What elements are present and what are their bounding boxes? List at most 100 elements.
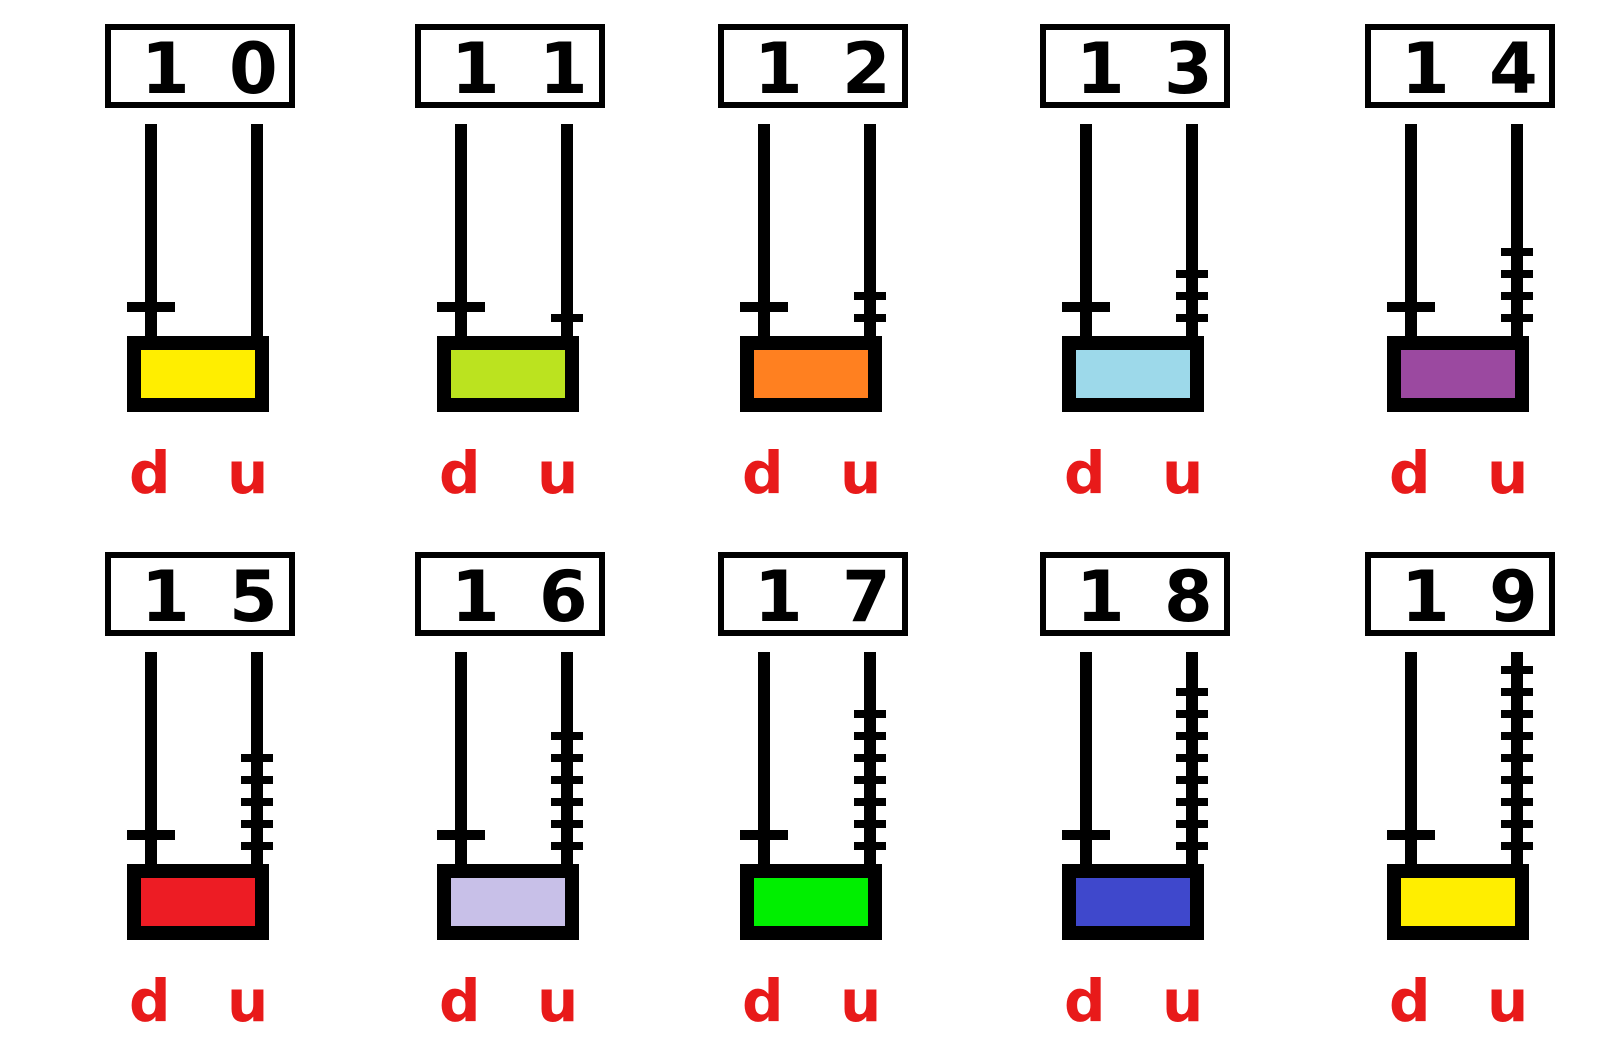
unit-bead: [1501, 842, 1533, 850]
unit-bead: [241, 754, 273, 762]
tens-rod-neck: [1080, 838, 1092, 866]
tens-rod: [758, 124, 770, 302]
unit-bead: [1176, 754, 1208, 762]
abacus-base: [1062, 864, 1204, 940]
tens-rod: [1405, 652, 1417, 830]
tens-label: d: [1064, 439, 1106, 507]
unit-bead: [551, 754, 583, 762]
units-rod: [1511, 124, 1523, 340]
tens-bead: [1062, 302, 1110, 312]
tens-bead: [437, 830, 485, 840]
tens-rod-neck: [758, 310, 770, 338]
abacus-base: [1062, 336, 1204, 412]
unit-bead: [1501, 688, 1533, 696]
tens-bead: [740, 302, 788, 312]
ones-digit: 4: [1489, 28, 1538, 110]
unit-bead: [1176, 688, 1208, 696]
tens-label: d: [129, 439, 171, 507]
ones-digit: 5: [229, 556, 278, 638]
ones-digit: 7: [842, 556, 891, 638]
units-rod: [1186, 124, 1198, 340]
tens-bead: [127, 302, 175, 312]
unit-bead: [854, 842, 886, 850]
unit-bead: [1501, 754, 1533, 762]
units-label: u: [1162, 967, 1204, 1035]
tens-rod-neck: [1405, 838, 1417, 866]
units-label: u: [227, 439, 269, 507]
ones-digit: 2: [842, 28, 891, 110]
ones-digit: 0: [229, 28, 278, 110]
unit-bead: [1176, 292, 1208, 300]
units-label: u: [537, 439, 579, 507]
tens-bead: [1387, 830, 1435, 840]
tens-label: d: [439, 439, 481, 507]
unit-bead: [241, 798, 273, 806]
units-label: u: [1162, 439, 1204, 507]
tens-rod-neck: [145, 838, 157, 866]
unit-bead: [1501, 820, 1533, 828]
tens-label: d: [1064, 967, 1106, 1035]
tens-digit: 1: [1076, 556, 1125, 638]
abacus-base: [127, 864, 269, 940]
tens-rod: [455, 652, 467, 830]
tens-rod: [145, 124, 157, 302]
tens-bead: [1387, 302, 1435, 312]
tens-digit: 1: [141, 556, 190, 638]
tens-rod-neck: [145, 310, 157, 338]
unit-bead: [551, 842, 583, 850]
tens-rod: [455, 124, 467, 302]
unit-bead: [854, 754, 886, 762]
unit-bead: [551, 314, 583, 322]
tens-rod: [1080, 652, 1092, 830]
abacus-base: [127, 336, 269, 412]
units-label: u: [840, 967, 882, 1035]
unit-bead: [854, 798, 886, 806]
units-label: u: [227, 967, 269, 1035]
unit-bead: [1176, 776, 1208, 784]
tens-label: d: [742, 967, 784, 1035]
ones-digit: 3: [1164, 28, 1213, 110]
units-label: u: [1487, 967, 1529, 1035]
unit-bead: [854, 820, 886, 828]
ones-digit: 9: [1489, 556, 1538, 638]
tens-digit: 1: [451, 28, 500, 110]
tens-rod-neck: [455, 310, 467, 338]
abacus-base: [1387, 336, 1529, 412]
unit-bead: [854, 710, 886, 718]
unit-bead: [551, 776, 583, 784]
abacus-base: [740, 864, 882, 940]
unit-bead: [551, 798, 583, 806]
tens-digit: 1: [1076, 28, 1125, 110]
unit-bead: [1176, 314, 1208, 322]
tens-label: d: [439, 967, 481, 1035]
tens-bead: [127, 830, 175, 840]
unit-bead: [1501, 776, 1533, 784]
tens-digit: 1: [141, 28, 190, 110]
ones-digit: 6: [539, 556, 588, 638]
tens-rod-neck: [1405, 310, 1417, 338]
unit-bead: [1176, 710, 1208, 718]
unit-bead: [1501, 798, 1533, 806]
abacus-base: [437, 864, 579, 940]
tens-rod: [1405, 124, 1417, 302]
unit-bead: [1176, 732, 1208, 740]
units-label: u: [840, 439, 882, 507]
unit-bead: [1176, 842, 1208, 850]
units-rod: [561, 124, 573, 340]
